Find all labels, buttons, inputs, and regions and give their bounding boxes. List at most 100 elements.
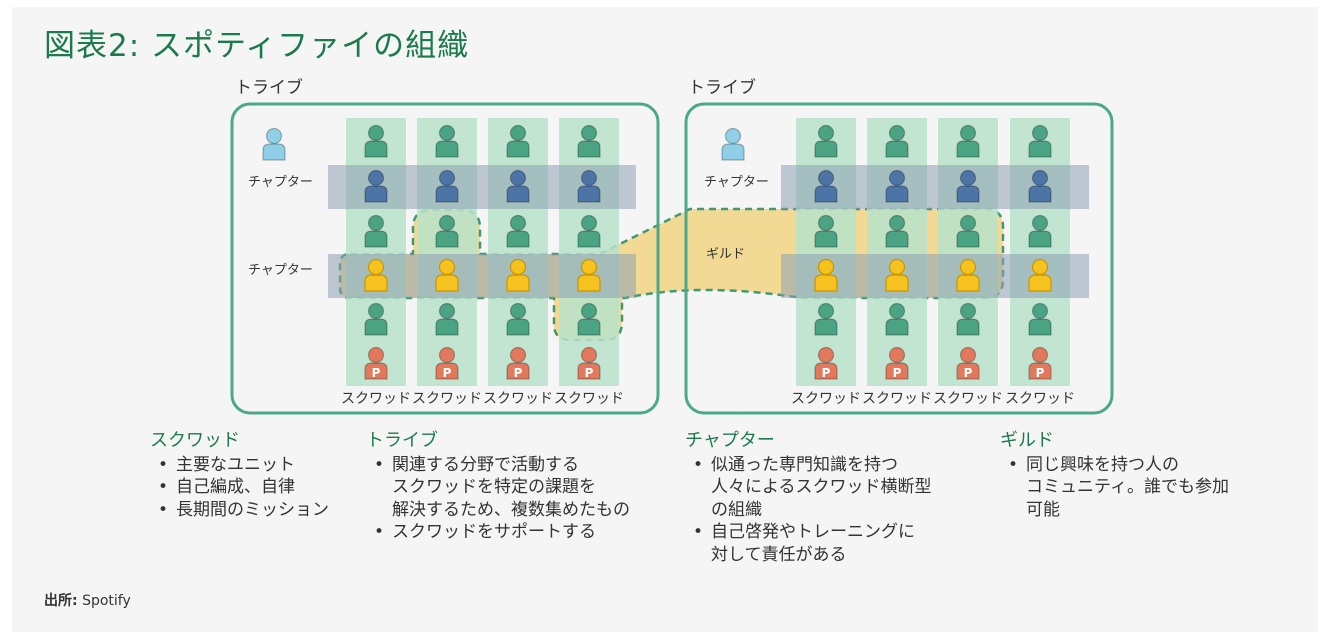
person-body: [435, 274, 459, 292]
tribe-frame: [230, 102, 660, 415]
squad-member-person: P: [956, 346, 980, 380]
squad-label: スクワッド: [862, 391, 932, 407]
squad-member-person: [956, 302, 980, 336]
squad-column: [488, 118, 548, 386]
squad-column: [417, 118, 477, 386]
squad-member-person: [814, 169, 838, 203]
person-head: [724, 127, 742, 145]
person-head: [509, 302, 527, 320]
chapter-description-heading: チャプター: [685, 430, 775, 451]
person-head: [817, 258, 835, 276]
person-head: [438, 124, 456, 142]
person-body: [364, 230, 388, 248]
squad-member-person: [956, 258, 980, 292]
squad-label: スクワッド: [933, 391, 1003, 407]
person-head: [888, 214, 906, 232]
person-head: [959, 258, 977, 276]
person-body: [1028, 274, 1052, 292]
guild-description-list: 同じ興味を持つ人の コミュニティ。誰でも参加 可能: [1000, 454, 1260, 522]
person-body: [1028, 362, 1052, 380]
person-head: [959, 346, 977, 364]
squad-description-heading: スクワッド: [150, 430, 240, 451]
page-title: 図表2: スポティファイの組織: [44, 28, 470, 64]
person-head: [817, 169, 835, 187]
squad-member-person: [506, 214, 530, 248]
squad-column: [796, 118, 856, 386]
person-head: [509, 346, 527, 364]
person-head: [509, 169, 527, 187]
person-body: [577, 230, 601, 248]
person-head: [509, 124, 527, 142]
person-body: [262, 143, 286, 161]
person-head: [367, 214, 385, 232]
squad-label: スクワッド: [791, 391, 861, 407]
person-head: [580, 169, 598, 187]
squad-member-person: P: [885, 346, 909, 380]
person-body: [885, 185, 909, 203]
product-owner-mark: P: [893, 366, 902, 380]
squad-member-person: [956, 169, 980, 203]
squad-member-person: [577, 124, 601, 158]
person-head: [959, 214, 977, 232]
squad-column: [346, 118, 406, 386]
person-head: [959, 302, 977, 320]
slide-frame: [12, 7, 1318, 632]
squad-label: スクワッド: [412, 391, 482, 407]
chapter-description: チャプター 似通った専門知識を持つ 人々によるスクワッド横断型 の組織 自己啓発…: [685, 430, 975, 566]
person-head: [580, 214, 598, 232]
person-body: [364, 274, 388, 292]
tribe-description-list: 関連する分野で活動する スクワッドを特定の課題を 解決するため、複数集めたもの …: [366, 454, 656, 544]
person-body: [435, 362, 459, 380]
product-owner-mark: P: [585, 366, 594, 380]
chapter-bullet: 自己啓発やトレーニングに 対して責任がある: [693, 521, 975, 566]
person-head: [580, 258, 598, 276]
tribe-lead-person: [262, 127, 286, 161]
squad-member-person: [577, 169, 601, 203]
person-body: [956, 274, 980, 292]
squad-member-person: [1028, 302, 1052, 336]
squad-bullet: 主要なユニット: [158, 454, 350, 477]
person-head: [817, 124, 835, 142]
squad-member-person: [435, 124, 459, 158]
squad-member-person: [364, 169, 388, 203]
source-label: 出所: [44, 593, 72, 609]
person-head: [580, 346, 598, 364]
person-head: [438, 169, 456, 187]
squad-member-person: [435, 302, 459, 336]
squad-member-person: [435, 214, 459, 248]
tribe-lead-person: [721, 127, 745, 161]
person-head: [888, 258, 906, 276]
person-head: [438, 302, 456, 320]
person-body: [885, 230, 909, 248]
person-body: [506, 230, 530, 248]
squad-column: [938, 118, 998, 386]
person-body: [506, 140, 530, 158]
person-body: [956, 185, 980, 203]
person-body: [506, 318, 530, 336]
person-head: [438, 258, 456, 276]
person-head: [817, 302, 835, 320]
squad-member-person: [577, 258, 601, 292]
person-head: [817, 214, 835, 232]
person-body: [577, 140, 601, 158]
guild-bullet: 同じ興味を持つ人の コミュニティ。誰でも参加 可能: [1008, 454, 1260, 522]
product-owner-mark: P: [822, 366, 831, 380]
squad-member-person: [506, 258, 530, 292]
person-head: [888, 346, 906, 364]
person-body: [814, 362, 838, 380]
person-body: [1028, 140, 1052, 158]
product-owner-mark: P: [372, 366, 381, 380]
squad-member-person: [506, 169, 530, 203]
guild-description: ギルド 同じ興味を持つ人の コミュニティ。誰でも参加 可能: [1000, 430, 1260, 521]
squad-member-person: [956, 214, 980, 248]
product-owner-mark: P: [514, 366, 523, 380]
person-body: [885, 274, 909, 292]
person-head: [509, 214, 527, 232]
squad-member-person: [885, 302, 909, 336]
person-body: [1028, 318, 1052, 336]
source-note: 出所: Spotify: [44, 593, 131, 609]
person-head: [367, 169, 385, 187]
person-body: [814, 185, 838, 203]
